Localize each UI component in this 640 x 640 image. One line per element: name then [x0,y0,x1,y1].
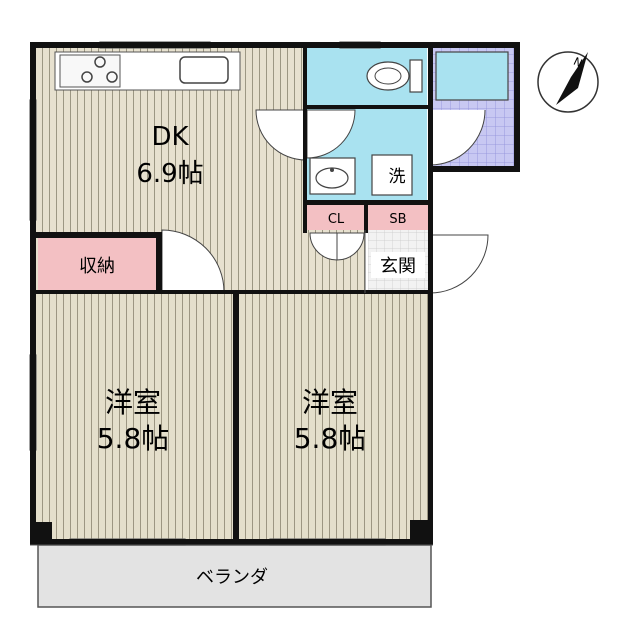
wall-storage-top [30,232,162,238]
closet-floor [307,205,365,230]
toilet-fixture [366,59,423,93]
western1-size: 5.8帖 [97,422,170,455]
wall-wet-left [303,48,307,233]
kitchen-sink [179,56,229,84]
compass-needle-icon [556,52,588,105]
entrance-label-bg [371,252,425,278]
entrance-label: 玄関 [380,256,416,277]
wall-top-bath [427,42,520,48]
storage-door [161,229,225,293]
storage-label: 収納 [79,256,115,277]
wall-dk-bottom [30,290,430,294]
bathroom-door [429,109,486,166]
washer-label: 洗 [389,167,406,187]
wall-right [428,48,433,545]
dk-size: 6.9帖 [136,159,203,189]
wall-bath-bottom [430,166,520,172]
western2-name: 洋室 [302,386,358,419]
doors [161,109,489,294]
pillar-bl [30,522,52,545]
kitchen-counter [54,51,241,91]
closet-label: CL [328,212,345,227]
shoe-box-label: SB [389,212,406,227]
storage-floor [38,238,158,292]
bathtub [435,51,509,101]
toilet-door [306,109,356,159]
wall-bottom [30,539,433,545]
western-room-2-floor [235,293,430,540]
pillar-br [410,520,433,545]
wall-wash-bottom [303,200,430,205]
labels: DK 6.9帖 収納 洋室 5.8帖 洋室 5.8帖 CL SB 玄関 洗 ベラ… [79,122,416,588]
wall-bath-right [514,42,520,172]
wall-rooms-divider [233,290,239,545]
western1-name: 洋室 [105,386,161,419]
wall-toilet-bottom [303,105,430,109]
balcony-label: ベランダ [196,567,268,588]
wash-basin [309,157,356,195]
compass: N [537,51,599,113]
western-room-1-floor [35,293,235,540]
wall-top-main [30,42,430,48]
dk-name: DK [151,122,189,152]
wall-cl-sb [364,203,368,233]
balcony-floor [37,544,432,608]
wall-storage-right [156,232,162,294]
western2-size: 5.8帖 [294,422,367,455]
washer-label-bg [374,158,410,192]
walls [30,42,520,545]
pillar-mid [428,280,433,296]
entrance-door [429,234,489,294]
shoe-box-floor [368,205,428,230]
closet-door-right [336,232,365,261]
